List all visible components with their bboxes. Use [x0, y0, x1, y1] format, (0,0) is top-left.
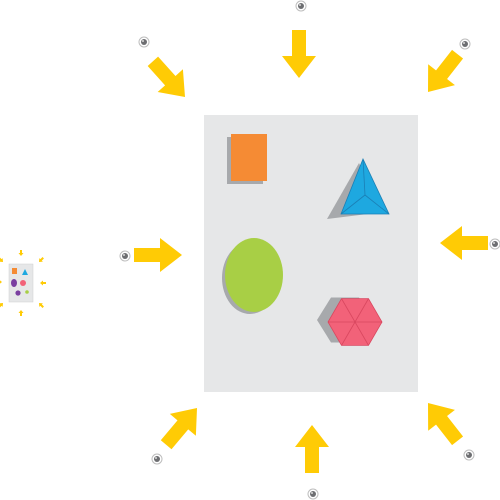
scene-thumbnail-icon [0, 250, 46, 316]
camera-lens-icon-right [489, 238, 500, 250]
block-arrow-icon [282, 30, 316, 78]
thumbnail-arrow [0, 280, 2, 284]
camera-lens-icon-bottom [307, 488, 319, 500]
thumbnail-arrow [39, 303, 44, 308]
hexagon-facet-line [341, 321, 356, 346]
camera-glint [493, 242, 495, 244]
triangle-icon [340, 157, 390, 215]
ellipse-icon [225, 238, 283, 312]
square-icon [231, 134, 267, 181]
camera-glint [467, 453, 469, 455]
camera-lens [298, 3, 304, 9]
triangle-face [340, 157, 390, 215]
block-arrow-icon [440, 226, 488, 260]
thumbnail-arrow-icon [0, 257, 3, 262]
thumbnail-arrow [18, 310, 24, 316]
triangle-facet-line [362, 158, 366, 196]
thumbnail-arrow [39, 257, 44, 262]
arrow-top-left [147, 56, 185, 97]
thumbnail-triangle [22, 269, 28, 275]
thumbnail-arrow [18, 250, 24, 256]
block-arrow-icon [134, 238, 182, 272]
camera-lens [466, 452, 472, 458]
thumbnail-hexagon [20, 280, 26, 286]
hexagon-facet-line [354, 321, 369, 346]
camera-lens [492, 241, 498, 247]
block-arrow-icon [295, 425, 329, 473]
hexagon-facet-line [341, 298, 356, 323]
camera-glint [123, 254, 125, 256]
triangle-facet-line [340, 194, 366, 215]
camera-lens-icon-bottom-right [463, 449, 475, 461]
camera-lens-icon-bottom-left [151, 453, 163, 465]
arrow-top [282, 30, 316, 78]
thumbnail-arrow-icon [0, 280, 2, 284]
block-arrow-icon [428, 49, 464, 92]
camera-glint [299, 4, 301, 6]
camera-lens-icon-top [295, 0, 307, 12]
camera-glint [463, 42, 465, 44]
triangle-facet-line [364, 194, 390, 215]
arrow-right [440, 226, 488, 260]
thumbnail-dot [25, 290, 29, 294]
arrow-bottom-left [160, 408, 197, 450]
camera-glint [142, 40, 144, 42]
camera-lens-icon-top-right [459, 38, 471, 50]
camera-lens-icon-top-left [138, 36, 150, 48]
block-arrow-icon [428, 403, 464, 446]
thumbnail-arrow-icon [18, 310, 24, 316]
thumbnail-arrow-icon [40, 280, 46, 286]
camera-lens-icon-left [119, 250, 131, 262]
thumbnail-square [12, 268, 17, 274]
block-arrow-icon [147, 56, 185, 97]
camera-lens [310, 491, 316, 497]
thumbnail-arrow-icon [39, 303, 44, 308]
thumbnail-arrow-icon [0, 303, 3, 308]
arrow-top-right [428, 49, 464, 92]
camera-lens [122, 253, 128, 259]
thumbnail-ellipse [11, 279, 17, 287]
camera-glint [311, 492, 313, 494]
arrow-left [134, 238, 182, 272]
thumbnail-dot [15, 290, 21, 296]
thumbnail-arrow [40, 280, 46, 286]
thumbnail-arrow-icon [18, 250, 24, 256]
thumbnail-arrow-icon [39, 257, 44, 262]
camera-lens [141, 39, 147, 45]
camera-glint [155, 457, 157, 459]
camera-lens [154, 456, 160, 462]
thumbnail-arrow [0, 257, 3, 262]
hexagon-facet-line [354, 298, 369, 323]
hexagon-icon [327, 298, 383, 346]
camera-lens [462, 41, 468, 47]
arrow-bottom [295, 425, 329, 473]
arrow-bottom-right [428, 403, 464, 446]
thumbnail-arrow [0, 303, 3, 308]
block-arrow-icon [160, 408, 197, 450]
